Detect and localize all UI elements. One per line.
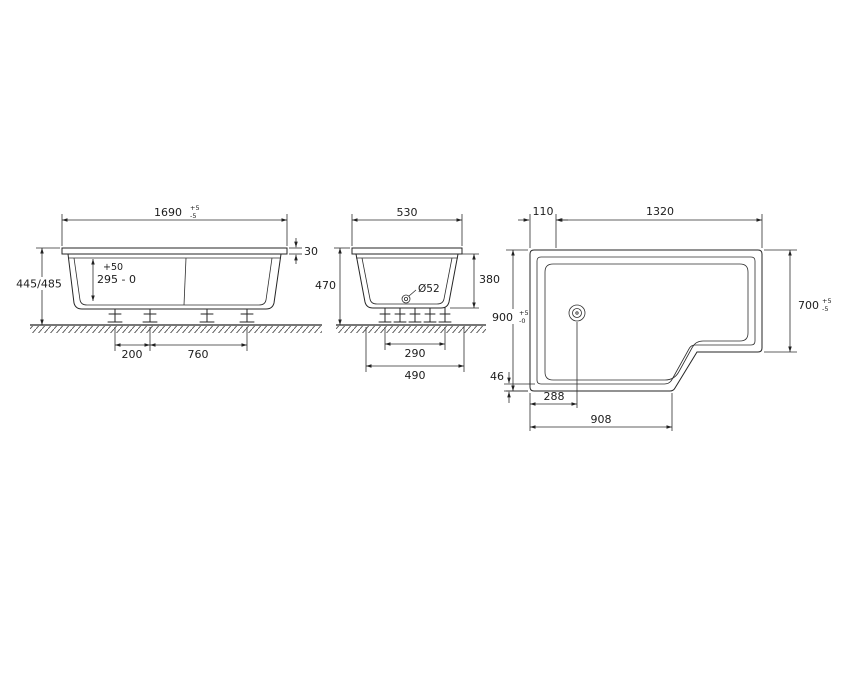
plan-bottom-length-label: 908 (591, 413, 612, 426)
side-view: 1690 +5 -5 30 445/485 +50 295 - 0 (15, 204, 322, 361)
end-height-label: 470 (315, 279, 336, 292)
side-length-tol-dn: -5 (190, 212, 196, 220)
side-foot-offset-label: 200 (122, 348, 143, 361)
plan-dim-top: 110 1320 (518, 205, 763, 248)
plan-width-right-label: 700 (798, 299, 819, 312)
plan-view: 110 1320 900 +5 -0 700 +5 -5 (490, 205, 832, 431)
side-dim-length: 1690 +5 -5 (61, 204, 288, 246)
side-feet (107, 308, 255, 323)
plan-width-left-tol-up: +5 (519, 309, 529, 317)
end-tub-outline (351, 247, 463, 309)
plan-segment-right-label: 1320 (646, 205, 674, 218)
plan-dim-bottom: 288 908 (529, 390, 673, 431)
end-dim-height: 470 (315, 247, 350, 325)
plan-width-right-tol-dn: -5 (822, 305, 828, 313)
side-foot-spacing-label: 760 (188, 348, 209, 361)
end-drain: Ø52 (401, 283, 440, 304)
end-dim-width: 530 (351, 206, 463, 246)
side-length-label: 1690 (154, 206, 182, 219)
end-width-label: 530 (397, 206, 418, 219)
side-depth-tol: +50 (103, 262, 123, 273)
side-length-tol-up: +5 (190, 204, 200, 212)
end-dim-feet: 290 490 (365, 327, 465, 382)
end-depth-label: 380 (479, 273, 500, 286)
end-ground (336, 324, 486, 333)
plan-width-right-tol-up: +5 (822, 297, 832, 305)
plan-dim-right: 700 +5 -5 (764, 249, 832, 353)
plan-tub-outline (529, 249, 763, 392)
plan-drain-offset-label: 288 (544, 390, 565, 403)
end-feet (378, 307, 452, 323)
plan-width-left-tol-dn: -0 (519, 317, 525, 325)
end-span-outer-label: 490 (405, 369, 426, 382)
end-dim-depth: 380 (450, 253, 500, 309)
side-dim-rim: 30 (289, 238, 318, 264)
plan-drain (568, 304, 586, 408)
side-dim-depth: +50 295 - 0 (91, 259, 136, 301)
plan-step-label: 46 (490, 370, 504, 383)
plan-segment-left-label: 110 (533, 205, 554, 218)
plan-width-left-label: 900 (492, 311, 513, 324)
side-ground (30, 324, 322, 333)
side-dim-feet: 200 760 (114, 327, 248, 361)
side-tub-outline (61, 247, 288, 310)
end-drain-label: Ø52 (418, 283, 440, 295)
side-rim-label: 30 (304, 245, 318, 258)
side-depth-label: 295 - 0 (97, 273, 136, 286)
end-span-inner-label: 290 (405, 347, 426, 360)
side-dim-height: 445/485 (15, 247, 63, 325)
end-view: Ø52 530 470 (315, 206, 500, 382)
side-height-label: 445/485 (16, 278, 62, 291)
plan-dim-step: 46 (490, 370, 535, 403)
